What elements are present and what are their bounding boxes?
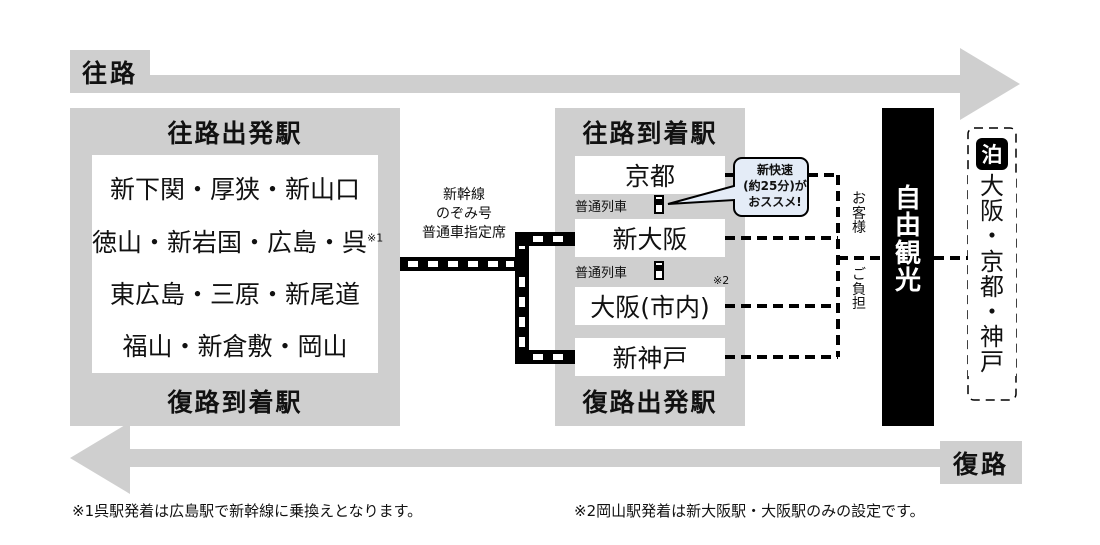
return-label: 復路 (940, 441, 1022, 484)
own-expense-top: お 客 様 (846, 192, 872, 236)
free-char-3: 観 (894, 238, 921, 269)
callout-line-1: 新快速 (756, 163, 793, 177)
train-label-line-2: のぞみ号 (436, 206, 492, 222)
own-expense-char-3: 様 (852, 220, 866, 237)
stay-char-3: ・ (980, 222, 1004, 251)
free-char-1: 自 (894, 184, 921, 214)
callout-line-2: (約25分)が (743, 179, 807, 193)
free-sightseeing-text: 自 由 観 光 (882, 184, 934, 296)
outbound-arrival-title: 往路到着駅 (582, 119, 718, 148)
footnote-1: ※1呉駅発着は広島駅で新幹線に乗換えとなります。 (72, 502, 423, 520)
return-departure-title: 復路出発駅 (582, 388, 718, 417)
train-label: 新幹線 のぞみ号 普通車指定席 (400, 186, 528, 243)
callout-line-3: おススメ! (748, 195, 802, 209)
own-expense-bottom: ご 負 担 (846, 268, 872, 312)
return-arrow (70, 422, 940, 494)
stay-char-6: ・ (980, 297, 1004, 326)
own-expense-char-5: 負 (852, 281, 866, 298)
station-osaka-city: 大阪(市内) (575, 287, 725, 325)
note-mark-2: ※2 (713, 274, 730, 287)
train-label-line-3: 普通車指定席 (422, 225, 506, 241)
stay-char-5: 都 (980, 272, 1004, 301)
footnote-2: ※2岡山駅発着は新大阪駅・大阪駅のみの設定です。 (574, 502, 925, 520)
station-kyoto: 京都 (575, 156, 725, 194)
free-char-4: 光 (894, 265, 921, 296)
departure-station-row-4: 福山・新倉敷・岡山 (122, 332, 348, 361)
local-train-label-1: 普通列車 (575, 200, 628, 215)
callout-text: 新快速 (約25分)が おススメ! (742, 162, 808, 210)
departure-station-row-1: 新下関・厚狭・新山口 (109, 175, 360, 204)
stay-badge: 泊 (976, 138, 1008, 170)
departure-station-row-2-text: 徳山・新岩国・広島・呉 (92, 228, 368, 257)
outbound-departure-title: 往路出発駅 (167, 119, 303, 148)
own-expense-char-4: ご (852, 267, 866, 283)
station-shin-kobe: 新神戸 (575, 338, 725, 376)
stay-char-1: 大 (980, 172, 1004, 200)
free-sightseeing-bar (882, 108, 934, 426)
departure-station-row-2: 徳山・新岩国・広島・呉※1 (92, 223, 383, 259)
local-train-label-2: 普通列車 (575, 266, 628, 281)
stay-char-2: 阪 (980, 197, 1004, 226)
callout-bubble (667, 157, 809, 217)
departure-stations-box (92, 155, 378, 373)
stay-char-7: 神 (980, 323, 1004, 352)
free-char-2: 由 (894, 211, 921, 242)
own-expense-char-1: お (852, 191, 866, 207)
own-expense-char-6: 担 (852, 296, 866, 313)
stay-char-4: 京 (980, 247, 1004, 276)
return-arrival-title: 復路到着駅 (167, 388, 303, 417)
station-shin-osaka: 新大阪 (575, 219, 725, 257)
outbound-label: 往路 (70, 50, 150, 93)
departure-station-row-3: 東広島・三原・新尾道 (109, 280, 360, 309)
stay-destinations: 大 阪 ・ 京 都 ・ 神 戸 (968, 172, 1016, 377)
train-label-line-1: 新幹線 (443, 187, 485, 203)
note-mark-1: ※1 (367, 231, 384, 245)
stay-char-8: 戸 (980, 348, 1004, 377)
own-expense-char-2: 客 (852, 205, 866, 222)
